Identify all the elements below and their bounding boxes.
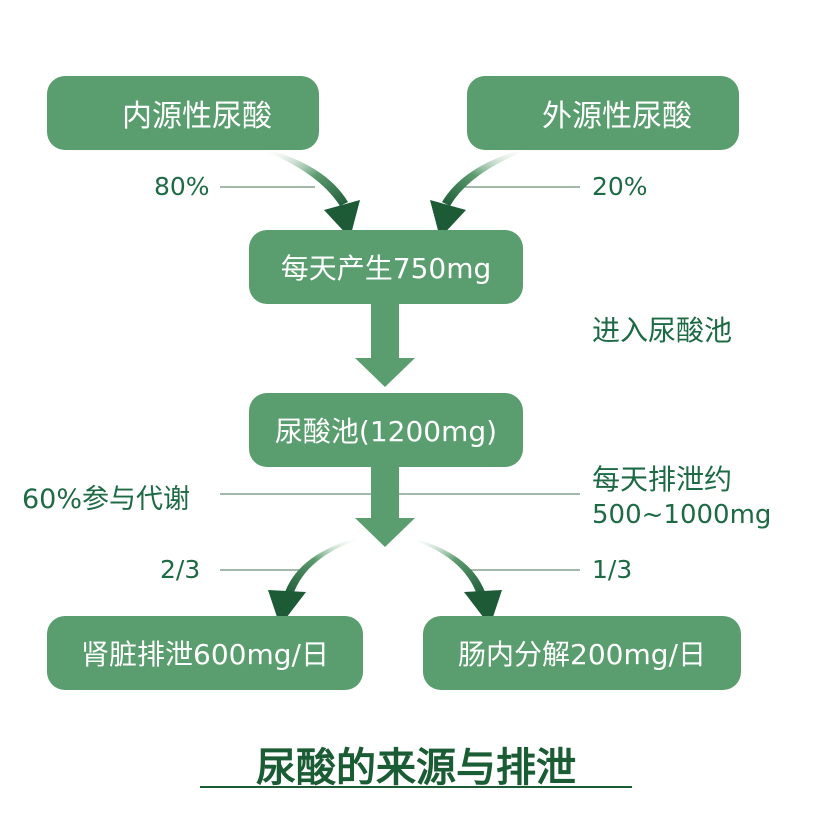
label-daily-excretion-line2: 500~1000mg	[592, 500, 772, 530]
box-exogenous-uric-acid: 外源性尿酸	[467, 76, 739, 150]
diagram-title: 尿酸的来源与排泄	[256, 745, 576, 791]
label-enter-pool: 进入尿酸池	[592, 314, 733, 347]
title-underline	[200, 786, 632, 788]
box-urate-pool-label: 尿酸池(1200mg)	[274, 415, 498, 448]
label-endogenous-share: 80%	[154, 172, 210, 201]
label-daily-excretion-line1: 每天排泄约	[592, 463, 733, 496]
box-daily-production-label: 每天产生750mg	[280, 252, 492, 285]
label-exogenous-share: 20%	[592, 172, 648, 201]
arrow-endogenous-to-production	[262, 148, 360, 238]
label-kidney-fraction: 2/3	[160, 555, 201, 584]
box-intestinal-breakdown: 肠内分解200mg/日	[423, 616, 741, 690]
label-metabolism: 60%参与代谢	[22, 484, 191, 515]
box-kidney-excretion-label: 肾脏排泄600mg/日	[81, 638, 329, 671]
box-daily-production: 每天产生750mg	[249, 230, 523, 304]
box-exogenous-label: 外源性尿酸	[542, 99, 692, 134]
arrow-production-to-pool	[355, 303, 415, 387]
arrow-exogenous-to-production	[430, 148, 528, 238]
arrow-pool-to-split	[355, 465, 415, 547]
arrow-split-to-kidney	[268, 537, 360, 626]
box-urate-pool: 尿酸池(1200mg)	[249, 393, 523, 467]
box-endogenous-label: 内源性尿酸	[122, 99, 272, 134]
arrow-split-to-intestine	[410, 537, 502, 626]
box-kidney-excretion: 肾脏排泄600mg/日	[47, 616, 363, 690]
label-intestine-fraction: 1/3	[592, 555, 633, 584]
box-intestinal-breakdown-label: 肠内分解200mg/日	[458, 638, 706, 671]
box-endogenous-uric-acid: 内源性尿酸	[47, 76, 319, 150]
